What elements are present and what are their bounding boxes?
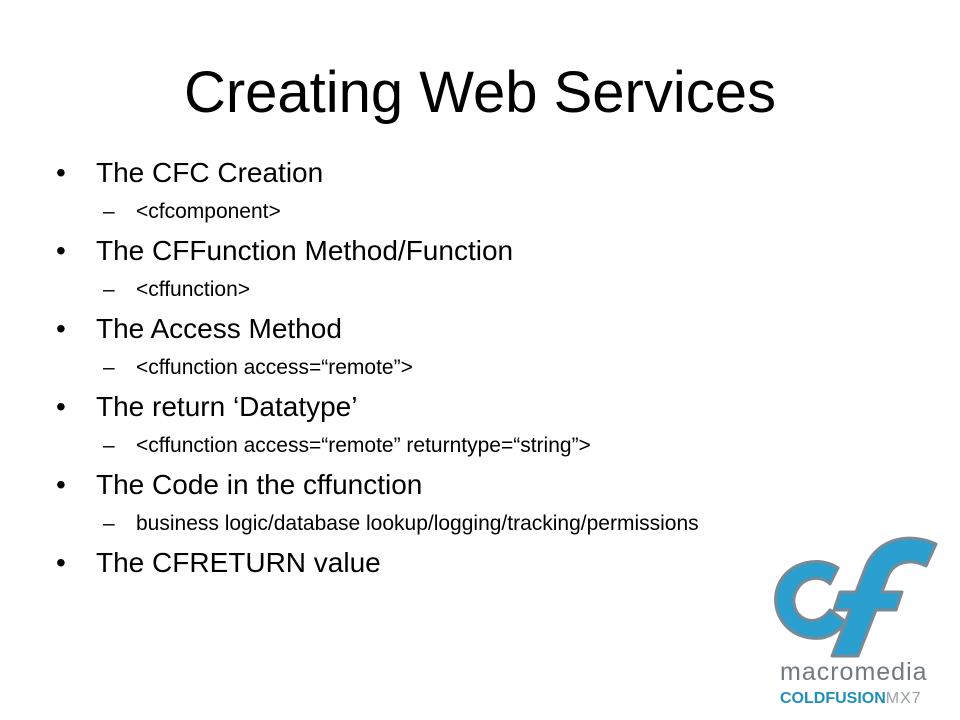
sub-bullet-item: – <cffunction access=“remote” returntype… xyxy=(56,430,936,462)
sub-bullet-marker: – xyxy=(103,278,115,301)
coldfusion-logo xyxy=(760,530,952,716)
coldfusion-brand-text: COLDFUSION xyxy=(780,690,886,707)
cf-logo-icon xyxy=(774,536,938,658)
sub-bullet-marker: – xyxy=(103,200,115,223)
sub-bullet-text: <cfcomponent> xyxy=(136,200,281,223)
bullet-marker: • xyxy=(56,313,66,344)
mx7-version-text: MX7 xyxy=(885,690,922,707)
sub-bullet-item: – <cfcomponent> xyxy=(56,196,936,228)
bullet-item: • The return ‘Datatype’ xyxy=(56,384,936,430)
sub-bullet-text: <cffunction access=“remote” returntype=“… xyxy=(136,434,591,457)
bullet-text: The CFFunction Method/Function xyxy=(96,235,514,266)
bullet-text: The Access Method xyxy=(96,313,342,344)
bullet-item: • The CFC Creation xyxy=(56,150,936,196)
bullet-text: The CFC Creation xyxy=(96,157,324,188)
slide-title: Creating Web Services xyxy=(183,60,777,125)
bullet-text: The Code in the cffunction xyxy=(96,469,423,500)
bullet-item: • The Access Method xyxy=(56,306,936,352)
bullet-item: • The CFRETURN value xyxy=(56,540,936,586)
sub-bullet-marker: – xyxy=(103,512,115,535)
sub-bullet-marker: – xyxy=(103,356,115,379)
bullet-text: The return ‘Datatype’ xyxy=(96,391,358,422)
coldfusion-wordmark: COLDFUSIONMX7 xyxy=(780,690,922,708)
bullet-marker: • xyxy=(56,547,66,578)
bullet-marker: • xyxy=(56,157,66,188)
sub-bullet-marker: – xyxy=(103,434,115,457)
sub-bullet-text: <cffunction access=“remote”> xyxy=(136,356,413,379)
sub-bullet-item: – <cffunction> xyxy=(56,274,936,306)
bullet-marker: • xyxy=(56,469,66,500)
sub-bullet-text: <cffunction> xyxy=(136,278,251,301)
bullet-marker: • xyxy=(56,391,66,422)
bullet-list: • The CFC Creation – <cfcomponent> • The… xyxy=(56,150,936,586)
sub-bullet-text: business logic/database lookup/logging/t… xyxy=(136,512,699,535)
sub-bullet-item: – business logic/database lookup/logging… xyxy=(56,508,936,540)
bullet-item: • The Code in the cffunction xyxy=(56,462,936,508)
bullet-marker: • xyxy=(56,235,66,266)
sub-bullet-item: – <cffunction access=“remote”> xyxy=(56,352,936,384)
macromedia-wordmark: macromedia xyxy=(780,658,928,686)
bullet-text: The CFRETURN value xyxy=(96,547,381,578)
bullet-item: • The CFFunction Method/Function xyxy=(56,228,936,274)
